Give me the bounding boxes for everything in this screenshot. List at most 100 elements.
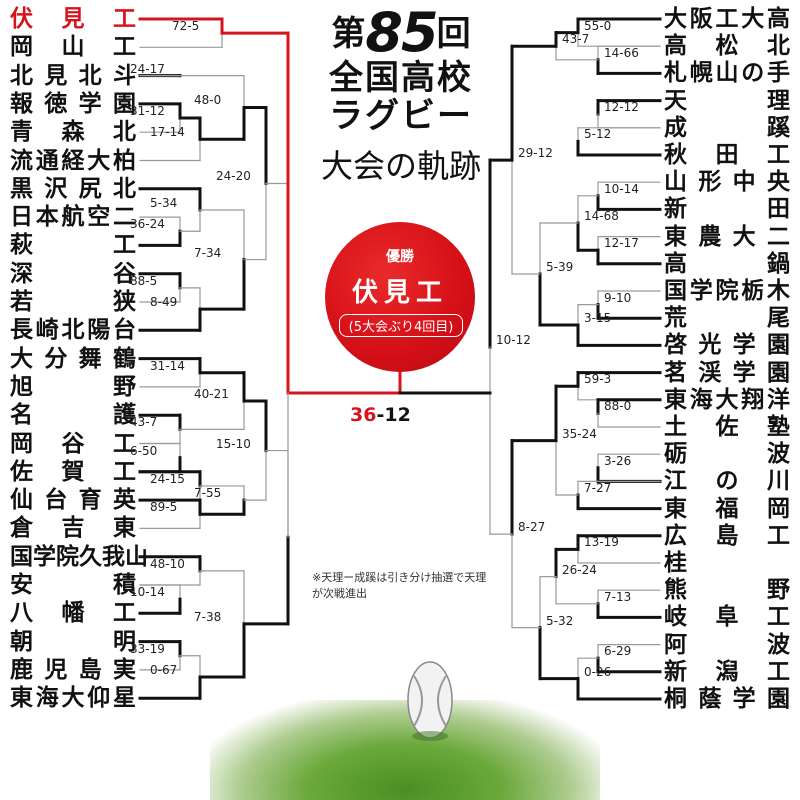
left-match-score: 31-14 [150, 358, 185, 373]
left-match-score: 43-7 [130, 415, 158, 430]
right-match-score: 12-12 [604, 100, 639, 115]
champion-badge: 優勝 伏見工 (5大会ぶり4回目) [325, 222, 475, 372]
left-match-score: 7-38 [194, 609, 222, 624]
left-match-score: 0-67 [150, 662, 178, 677]
right-team-name: 秋田工 [664, 142, 790, 168]
title-number: 85 [365, 1, 438, 64]
left-team-name: 岡山工 [10, 34, 136, 61]
title-line-3: ラグビー [329, 96, 473, 136]
left-team-name: 佐賀工 [10, 458, 136, 485]
rugby-ball-icon [407, 661, 453, 741]
right-team-name: 荒尾 [664, 305, 790, 332]
right-match-score: 59-3 [584, 372, 612, 387]
left-team-name: 長崎北陽台 [10, 317, 136, 344]
champion-note: (5大会ぶり4回目) [339, 314, 463, 337]
left-team-name: 国学院久我山 [10, 543, 148, 570]
left-team-name: 倉吉東 [10, 515, 136, 542]
left-match-score: 15-10 [216, 436, 251, 451]
right-team-name: 土佐塾 [664, 414, 790, 440]
right-match-score: 12-17 [604, 236, 639, 251]
right-team-name: 砺波 [664, 441, 790, 468]
left-team-name: 東海大仰星 [10, 685, 136, 712]
left-team-name: 朝明 [10, 628, 136, 655]
right-team-name: 江の川 [664, 468, 790, 495]
right-team-name: 国学院栃木 [664, 278, 790, 304]
left-team-name: 深谷 [10, 260, 136, 287]
right-team-name: 新潟工 [664, 658, 790, 685]
right-match-score: 5-12 [584, 127, 612, 142]
title-line-2: 全国高校 [329, 58, 473, 98]
right-team-name: 東福岡 [664, 495, 790, 522]
right-team-name: 札幌山の手 [664, 60, 790, 87]
right-match-score: 55-0 [584, 18, 612, 33]
right-match-score: 35-24 [562, 426, 597, 441]
right-team-name: 熊野 [664, 577, 790, 604]
left-match-score: 24-15 [150, 471, 185, 486]
grass-field-image [210, 700, 600, 800]
final-winner-score: 36 [350, 404, 377, 426]
left-team-name: 北見北斗 [10, 62, 136, 89]
right-match-score: 3-15 [584, 311, 612, 325]
right-team-name: 高松北 [664, 33, 790, 60]
title-suffix: 回 [436, 14, 471, 54]
left-team-name: 仙台育英 [10, 487, 136, 514]
left-match-score: 48-10 [150, 556, 185, 571]
left-match-score: 24-17 [130, 61, 165, 76]
final-score: 36-12 [350, 404, 411, 426]
left-team-name: 若狭 [10, 289, 136, 315]
right-match-score: 5-39 [546, 260, 574, 274]
right-match-score: 7-27 [584, 481, 612, 495]
right-team-name: 桂 [664, 550, 687, 576]
right-match-score: 10-14 [604, 181, 639, 196]
right-team-name: 岐阜工 [664, 604, 790, 631]
left-match-score: 89-5 [150, 500, 178, 515]
left-match-score: 24-20 [216, 169, 251, 184]
right-team-name: 広島工 [664, 522, 790, 549]
right-match-score: 7-13 [604, 589, 632, 604]
right-match-score: 14-68 [584, 209, 619, 223]
champion-label: 優勝 [386, 249, 414, 265]
left-team-name: 岡谷工 [10, 430, 136, 457]
left-team-name: 報徳学園 [10, 90, 136, 117]
right-match-score: 13-19 [584, 535, 619, 550]
left-team-name: 日本航空二 [10, 204, 136, 231]
left-match-score: 40-21 [194, 387, 229, 402]
left-match-score: 33-19 [130, 641, 165, 656]
left-match-score: 10-14 [130, 585, 165, 600]
left-match-score: 7-55 [194, 486, 222, 501]
title-prefix: 第 [331, 14, 366, 54]
right-team-name: 東農大二 [664, 223, 790, 250]
right-match-score: 14-66 [604, 45, 639, 60]
left-team-name: 流通経大柏 [10, 147, 136, 174]
left-match-score: 31-12 [130, 104, 165, 119]
left-team-name: 八幡工 [10, 600, 136, 627]
right-team-name: 桐蔭学園 [664, 686, 790, 712]
left-team-name: 旭野 [10, 373, 136, 400]
left-team-name: 伏見工 [10, 6, 136, 32]
left-match-score: 5-34 [150, 196, 178, 211]
right-team-name: 天理 [664, 87, 790, 114]
left-match-score: 8-49 [150, 295, 178, 310]
right-team-name: 山形中央 [664, 169, 790, 196]
right-match-score: 9-10 [604, 290, 632, 305]
title-line-4: 大会の軌跡 [320, 147, 481, 185]
left-team-name: 安積 [10, 572, 136, 598]
right-team-name: 啓光学園 [664, 332, 790, 359]
left-match-score: 17-14 [150, 125, 185, 140]
right-team-name: 高鍋 [664, 250, 790, 277]
left-match-score: 7-34 [194, 245, 222, 260]
right-match-score: 43-7 [562, 32, 590, 47]
right-team-name: 大阪工大高 [664, 6, 790, 32]
champion-name: 伏見工 [351, 278, 448, 308]
left-team-name: 青森北 [10, 119, 136, 146]
right-team-name: 東海大翔洋 [664, 386, 790, 413]
left-team-name: 大分舞鶴 [10, 345, 136, 372]
right-match-score: 88-0 [604, 399, 632, 414]
right-match-score: 8-27 [518, 520, 546, 535]
footnote: ※天理ー成蹊は引き分け抽選で天理が次戦進出 [312, 571, 487, 600]
left-team-name: 鹿児島実 [10, 656, 136, 683]
final-loser-score: 12 [384, 404, 411, 426]
left-team-name: 名護 [10, 402, 136, 429]
